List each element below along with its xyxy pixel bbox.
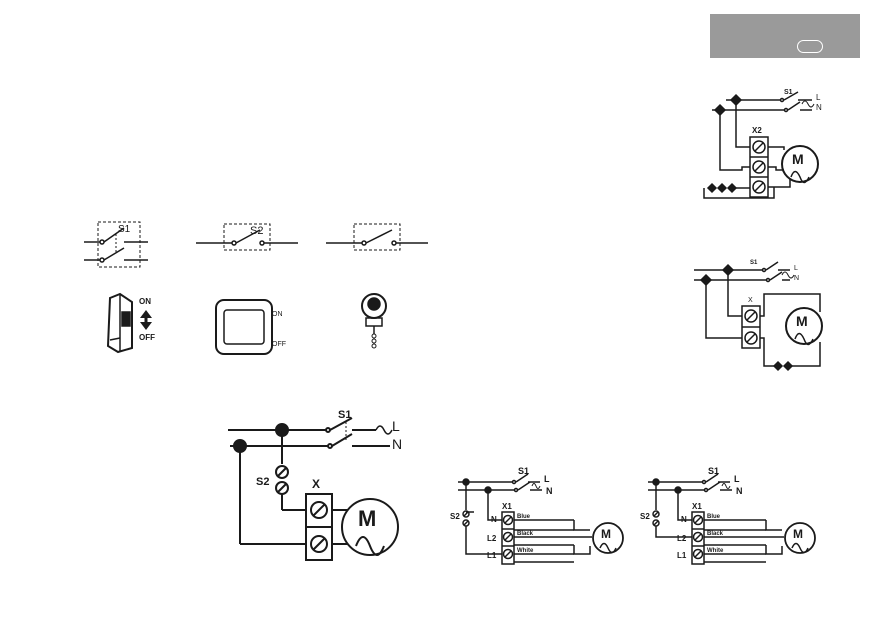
label-off: OFF [139, 333, 155, 342]
br-l: L [734, 474, 740, 484]
pull-cord-switch-illustration [362, 294, 386, 348]
switch-symbol-s1: S1 [84, 222, 148, 267]
switch-symbol-plain [326, 224, 428, 250]
main-l: L [392, 418, 400, 434]
bl-term-l1: L1 [487, 551, 497, 560]
bl-wire-white: White [517, 548, 534, 554]
label-panel-on: ON [272, 311, 283, 318]
wall-switch-illustration: ON OFF [216, 300, 286, 354]
bl-s2: S2 [450, 512, 460, 521]
br-term-n: N [681, 515, 687, 524]
wiring-mid-right: S1 L N X M [694, 260, 822, 370]
br-motor: M [793, 527, 803, 541]
main-n: N [392, 436, 402, 452]
label-s1: S1 [118, 224, 131, 235]
br-x1: X1 [692, 502, 702, 511]
wiring-main: S1 L N S2 X M [228, 409, 402, 560]
bl-x1: X1 [502, 502, 512, 511]
bl-s1: S1 [518, 466, 529, 476]
switch-symbol-s2: S2 [196, 224, 298, 250]
tr-motor: M [792, 151, 804, 167]
br-term-l1: L1 [677, 551, 687, 560]
br-term-l2: L2 [677, 534, 687, 543]
tr-n: N [816, 103, 822, 112]
bl-wire-black: Black [517, 531, 534, 537]
bl-n: N [546, 486, 553, 496]
br-s1: S1 [708, 466, 719, 476]
tr-x2: X2 [752, 126, 762, 135]
br-n: N [736, 486, 743, 496]
label-s2: S2 [250, 225, 263, 237]
bl-wire-blue: Blue [517, 514, 531, 520]
mr-l: L [794, 265, 798, 272]
label-on: ON [139, 297, 151, 306]
br-s2: S2 [640, 512, 650, 521]
bl-term-n: N [491, 515, 497, 524]
bl-l: L [544, 474, 550, 484]
main-x: X [312, 477, 320, 491]
bl-term-l2: L2 [487, 534, 497, 543]
main-s2: S2 [256, 476, 269, 488]
br-wire-blue: Blue [707, 514, 721, 520]
bl-motor: M [601, 527, 611, 541]
rocker-switch-illustration: ON OFF [108, 294, 155, 352]
br-wire-black: Black [707, 531, 724, 537]
main-s1: S1 [338, 409, 351, 421]
mr-x: X [748, 297, 753, 304]
mr-n: N [794, 275, 799, 282]
tr-s1: S1 [784, 89, 793, 96]
wiring-top-right: S1 L N X2 M [704, 89, 822, 198]
br-wire-white: White [707, 548, 724, 554]
wiring-bottom-right: S1 L N S2 X1 N L2 L1 Blue Black White M [640, 466, 815, 564]
main-motor: M [358, 506, 376, 531]
wiring-bottom-left: S1 L N S2 X1 N L2 L1 Blue Black White [450, 466, 623, 564]
label-panel-off: OFF [272, 341, 286, 348]
mr-motor: M [796, 313, 808, 329]
mr-s1: S1 [750, 260, 758, 266]
tr-l: L [816, 93, 821, 102]
